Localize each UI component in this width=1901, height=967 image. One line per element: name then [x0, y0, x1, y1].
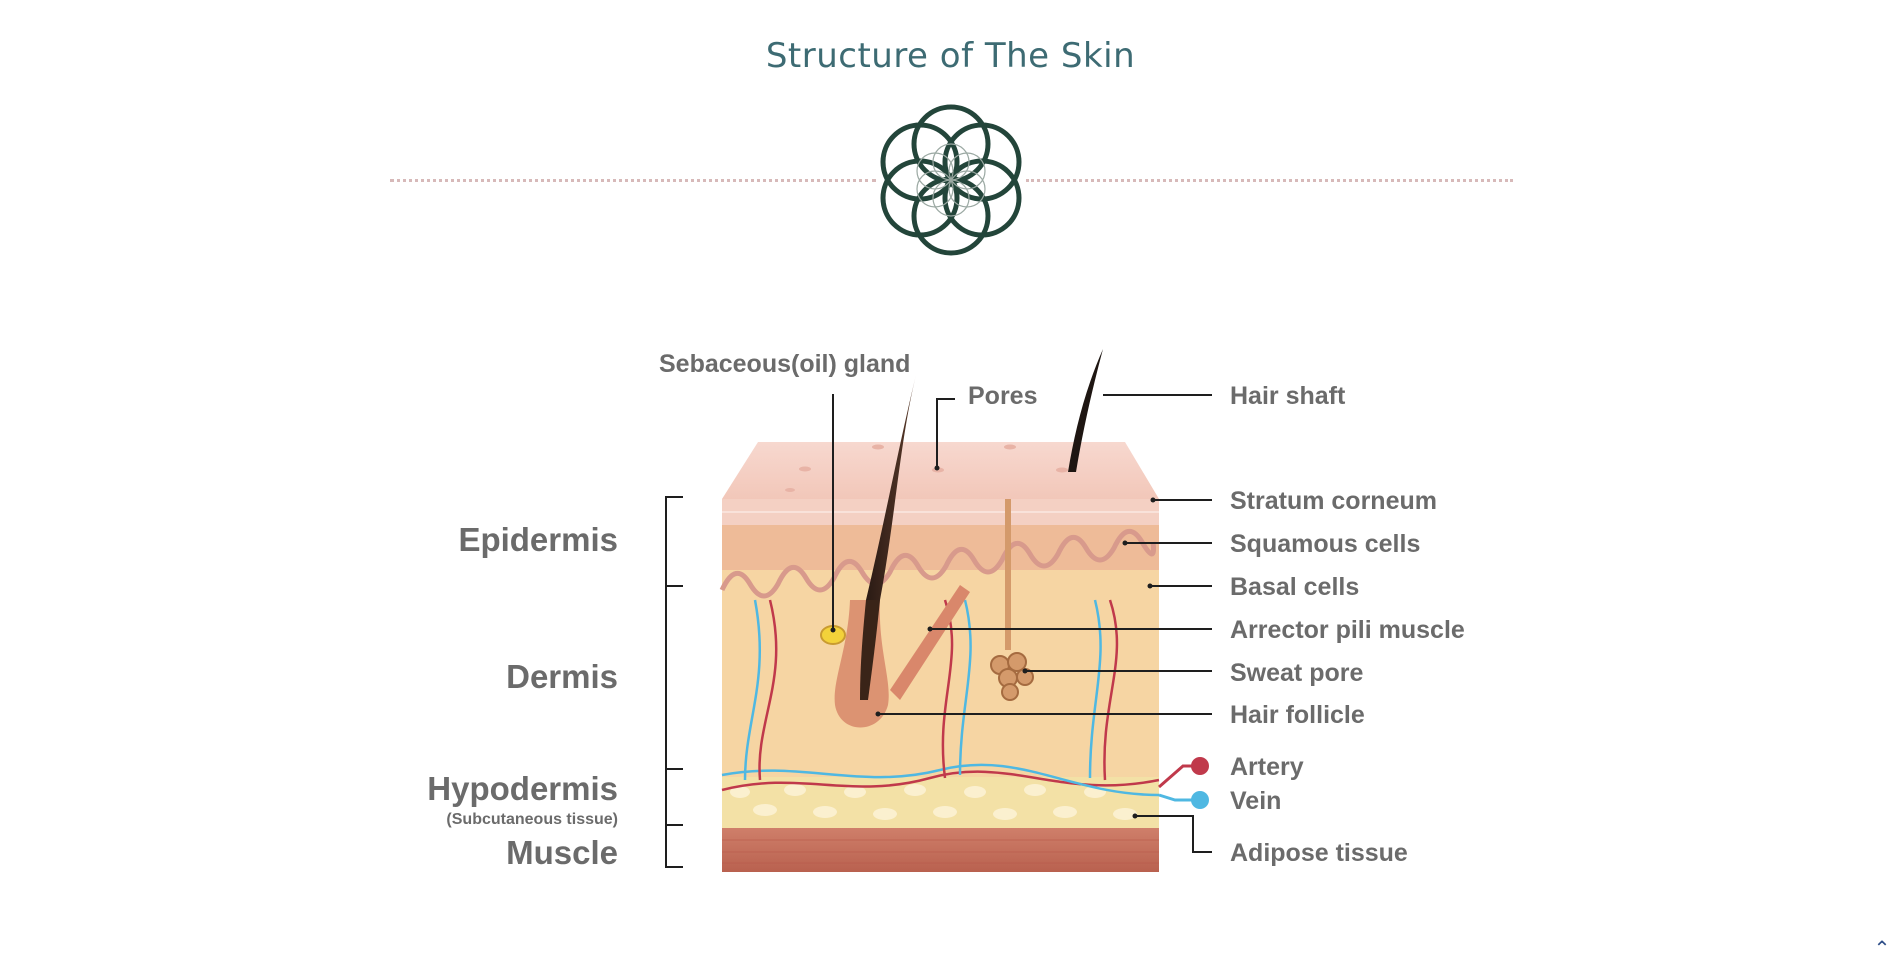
label-stratum-corneum: Stratum corneum — [1230, 487, 1437, 515]
hair-shaft-left — [866, 375, 916, 600]
sweat-gland — [990, 652, 1034, 701]
pore-dots — [785, 444, 1068, 492]
divider-right — [1026, 179, 1513, 182]
label-arrector-pili: Arrector pili muscle — [1230, 616, 1465, 644]
blood-vessels — [721, 599, 1160, 797]
label-hair-shaft: Hair shaft — [1230, 382, 1346, 410]
label-squamous-cells: Squamous cells — [1230, 530, 1420, 558]
layer-brackets — [665, 496, 683, 868]
label-sweat-pore: Sweat pore — [1230, 659, 1363, 687]
dermis-band — [722, 570, 1159, 777]
label-adipose-tissue: Adipose tissue — [1230, 839, 1408, 867]
hair-shaft-right — [1068, 349, 1103, 472]
label-hair-follicle: Hair follicle — [1230, 701, 1365, 729]
label-sebaceous-gland: Sebaceous(oil) gland — [659, 350, 910, 378]
arrector-pili — [890, 585, 970, 700]
muscle-band — [722, 828, 1159, 872]
divider-left — [390, 179, 876, 182]
label-muscle: Muscle — [506, 834, 618, 871]
label-basal-cells: Basal cells — [1230, 573, 1359, 601]
label-artery: Artery — [1230, 753, 1304, 781]
label-epidermis: Epidermis — [458, 521, 618, 558]
leader-lines — [832, 394, 1212, 853]
double-chevron-up-icon[interactable]: ⌃ — [1873, 936, 1891, 960]
flower-of-life-icon — [880, 104, 1022, 256]
label-dermis: Dermis — [506, 658, 618, 695]
artery-dot — [1191, 757, 1209, 775]
epidermis-band — [722, 525, 1159, 570]
vein-dot — [1191, 791, 1209, 809]
label-vein: Vein — [1230, 787, 1281, 815]
basal-cell-border — [719, 529, 1156, 599]
label-hypodermis: Hypodermis — [427, 770, 618, 807]
page-title: Structure of The Skin — [765, 36, 1136, 76]
label-pores: Pores — [968, 382, 1037, 410]
label-hypodermis-sub: (Subcutaneous tissue) — [446, 811, 618, 828]
